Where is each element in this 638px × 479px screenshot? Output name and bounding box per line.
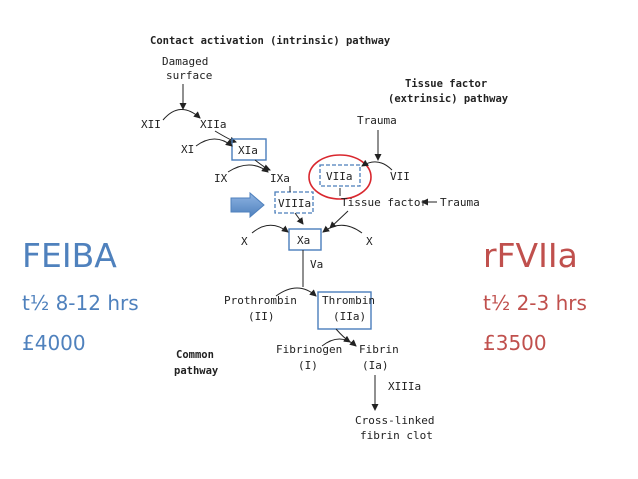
prothrombin-label: Prothrombin [224, 294, 297, 307]
thrombin-box [317, 291, 372, 330]
xii-to-xiia-arrow [162, 109, 201, 121]
extrinsic-pathway-title-2: (extrinsic) pathway [388, 93, 509, 105]
crosslinked-label-2: fibrin clot [360, 429, 433, 442]
damaged-surface-label-1: Damaged [162, 55, 208, 68]
feiba-title: FEIBA [22, 236, 117, 275]
factor-va: Va [310, 258, 323, 271]
viia-dashed-box [319, 164, 361, 187]
factor-ix: IX [214, 172, 228, 185]
x-right-to-xa-arrow [322, 224, 363, 234]
factor-ixa: IXa [270, 172, 290, 185]
rfviia-cost: £3500 [483, 331, 547, 355]
factor-viiia: VIIIa [278, 197, 311, 210]
damaged-surface-label-2: surface [166, 69, 212, 82]
ix-to-ixa-arrow [227, 164, 269, 173]
viiia-dashed-box [274, 191, 314, 214]
fibrin-roman: (Ia) [362, 359, 389, 372]
common-pathway-label-2: pathway [174, 365, 219, 377]
rfviia-title: rFVIIa [483, 236, 578, 275]
factor-x-left: X [241, 235, 248, 248]
fibrinogen-roman: (I) [298, 359, 318, 372]
thrombin-catalysis-arrow [335, 328, 351, 343]
factor-xa: Xa [297, 234, 310, 247]
factor-xiia: XIIa [200, 118, 227, 131]
prothrombin-to-thrombin-arrow [275, 287, 317, 297]
intrinsic-pathway-title: Contact activation (intrinsic) pathway [150, 35, 391, 47]
fibrinogen-to-fibrin-arrow [321, 338, 357, 347]
feiba-half-life: t½ 8-12 hrs [22, 291, 139, 315]
rfviia-half-life: t½ 2-3 hrs [483, 291, 587, 315]
tf-to-xa-arrow [329, 210, 349, 229]
xa-box [288, 228, 322, 251]
x-left-to-xa-arrow [251, 224, 289, 234]
viia-highlight-circle [308, 154, 372, 200]
factor-xii: XII [141, 118, 161, 131]
factor-x-right: X [366, 235, 373, 248]
xi-to-xia-arrow [195, 138, 233, 147]
crosslinked-label-1: Cross-linked [355, 414, 434, 427]
vii-to-viia-arrow [361, 159, 393, 171]
tissue-factor: Tissue factor [341, 196, 427, 209]
thrombin-label: Thrombin [322, 294, 375, 307]
viiia-to-xa-arrow [294, 212, 304, 225]
xia-box [231, 138, 267, 161]
feiba-pointer-arrow [230, 191, 265, 219]
factor-viia: VIIa [326, 170, 353, 183]
feiba-cost: £4000 [22, 331, 86, 355]
thrombin-roman: (IIa) [333, 310, 366, 323]
xiia-catalysis-arrow [214, 130, 237, 144]
trauma-top: Trauma [357, 114, 397, 127]
factor-vii: VII [390, 170, 410, 183]
fibrinogen-label: Fibrinogen [276, 343, 342, 356]
fibrin-label: Fibrin [359, 343, 399, 356]
factor-xiiia: XIIIa [388, 380, 421, 393]
extrinsic-pathway-title-1: Tissue factor [405, 78, 487, 90]
factor-xia: XIa [238, 144, 258, 157]
common-pathway-label-1: Common [176, 349, 214, 361]
prothrombin-roman: (II) [248, 310, 275, 323]
factor-xi: XI [181, 143, 194, 156]
trauma-right: Trauma [440, 196, 480, 209]
